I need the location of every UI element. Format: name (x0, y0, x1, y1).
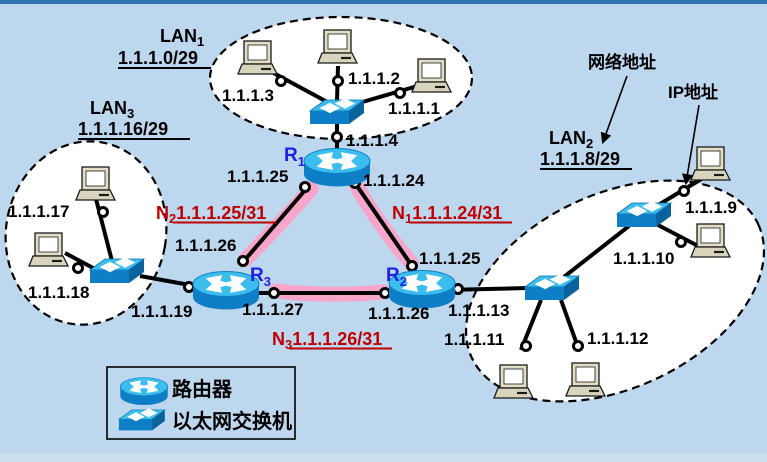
r2-n1-if-label: 1.1.1.25 (419, 249, 480, 268)
host-1-1-1-9-label: 1.1.1.9 (685, 198, 737, 217)
r1-n1-if-label: 1.1.1.24 (363, 171, 425, 190)
pc-host-1-1-1-17-icon (74, 165, 117, 202)
host-1-1-1-10-label: 1.1.1.10 (613, 249, 674, 268)
host-1-1-1-2-label: 1.1.1.2 (348, 69, 400, 88)
lan2-boundary (464, 179, 766, 403)
router-r1-label: R1 (284, 145, 305, 169)
lan2-cidr: 1.1.1.8/29 (540, 149, 620, 169)
host-1-1-1-11-label: 1.1.1.11 (444, 330, 505, 349)
host-1-1-1-12-label: 1.1.1.12 (587, 329, 648, 348)
router-r1-icon (304, 149, 370, 187)
r1-n2-if-label: 1.1.1.25 (227, 167, 288, 186)
host-1-1-1-17-label: 1.1.1.17 (8, 202, 69, 221)
r3-lan3-if-label: 1.1.1.19 (131, 302, 192, 321)
top-bar (0, 0, 767, 4)
pc-host-1-1-1-2-icon (316, 28, 359, 65)
link-n2 (241, 186, 309, 264)
link-lan2-host10 (657, 223, 701, 249)
link-n3-label: N31.1.1.26/31 (272, 329, 382, 352)
connection-dots (72, 75, 690, 352)
router-r2-label: R2 (386, 265, 407, 289)
ip-address-arrow (681, 104, 700, 186)
r2-n3-if-label: 1.1.1.26 (368, 304, 429, 323)
link-lan2-switches (558, 224, 631, 282)
host-1-1-1-18-label: 1.1.1.18 (28, 283, 89, 302)
lan1-cidr: 1.1.1.0/29 (118, 48, 198, 68)
legend-switch-label: 以太网交换机 (172, 409, 292, 433)
r3-n2-if-label: 1.1.1.26 (175, 236, 236, 255)
link-lan3-host18 (64, 251, 96, 271)
lan3-title: LAN3 (90, 98, 134, 121)
bottom-strip (0, 453, 767, 462)
pc-host-1-1-1-3-icon (236, 39, 279, 76)
legend: 路由器 以太网交换机 (106, 366, 296, 440)
link-lan1-host1 (358, 83, 422, 105)
legend-router-icon (120, 378, 168, 405)
lan2-title: LAN2 (549, 128, 593, 151)
network-address-arrow (600, 75, 628, 145)
pc-host-1-1-1-11-icon (492, 363, 535, 400)
lan3-cidr: 1.1.1.16/29 (78, 119, 168, 139)
legend-router-label: 路由器 (172, 377, 233, 401)
ip-address-annotation: IP地址 (668, 82, 718, 102)
pc-host-1-1-1-12-icon (564, 361, 607, 398)
r3-n3-if-label: 1.1.1.27 (242, 300, 303, 319)
r2-lan2-if-label: 1.1.1.13 (448, 301, 509, 320)
pc-host-1-1-1-1-icon (410, 57, 453, 94)
r1-lan1-if-label: 1.1.1.4 (346, 131, 399, 150)
host-1-1-1-3-label: 1.1.1.3 (222, 86, 274, 105)
link-n1 (353, 181, 414, 268)
link-n1-label: N11.1.1.24/31 (392, 203, 502, 226)
pc-host-1-1-1-9-icon (689, 145, 732, 182)
pc-host-1-1-1-18-icon (27, 231, 70, 268)
network-address-annotation: 网络地址 (588, 52, 656, 72)
link-n2-label: N21.1.1.25/31 (156, 203, 266, 226)
lan1-title: LAN1 (160, 26, 204, 49)
router-r3-label: R3 (250, 265, 271, 289)
legend-box (106, 366, 296, 440)
pc-host-1-1-1-10-icon (689, 222, 732, 259)
host-1-1-1-1-label: 1.1.1.1 (388, 99, 440, 118)
